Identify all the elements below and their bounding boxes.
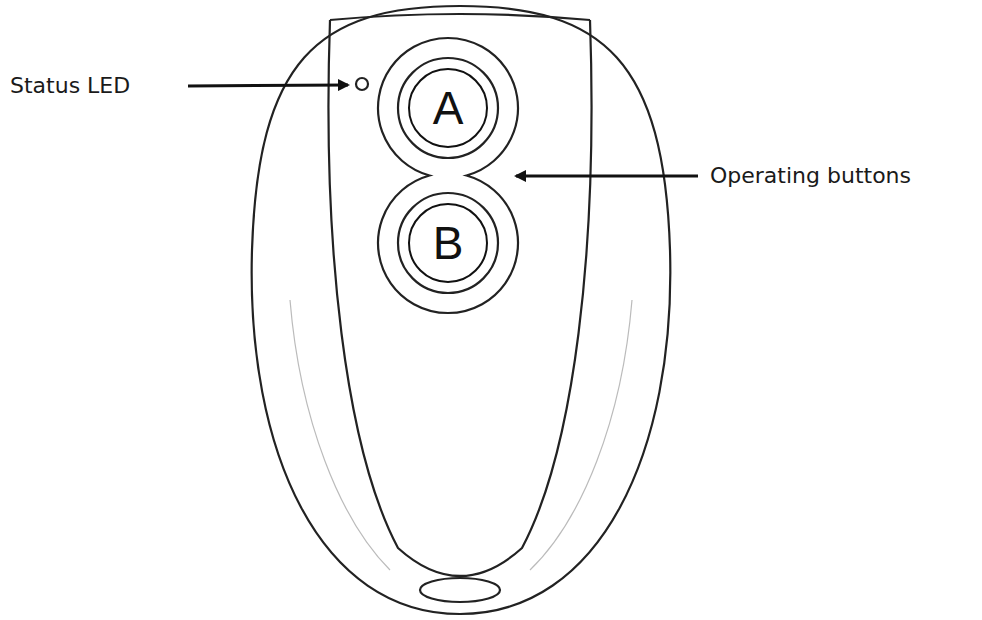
- fob-side-shading: [530, 300, 632, 570]
- fob-face-top: [330, 14, 590, 20]
- fob-side-shading: [290, 300, 390, 570]
- button-surround: [378, 38, 518, 313]
- fob-body: [252, 6, 671, 614]
- fob-face: [328, 20, 591, 576]
- leader-arrow: [188, 85, 348, 86]
- part-label: Operating buttons: [710, 163, 911, 189]
- part-label: Status LED: [10, 73, 130, 99]
- keyring-hole: [420, 578, 500, 602]
- button-ring: [398, 193, 498, 293]
- operating-button: A: [408, 68, 488, 148]
- operating-button: B: [408, 203, 488, 283]
- status-led: [356, 78, 368, 90]
- button-letter: A: [433, 85, 464, 131]
- button-letter: B: [433, 220, 464, 266]
- button-ring: [398, 58, 498, 158]
- leader-arrow: [516, 175, 698, 178]
